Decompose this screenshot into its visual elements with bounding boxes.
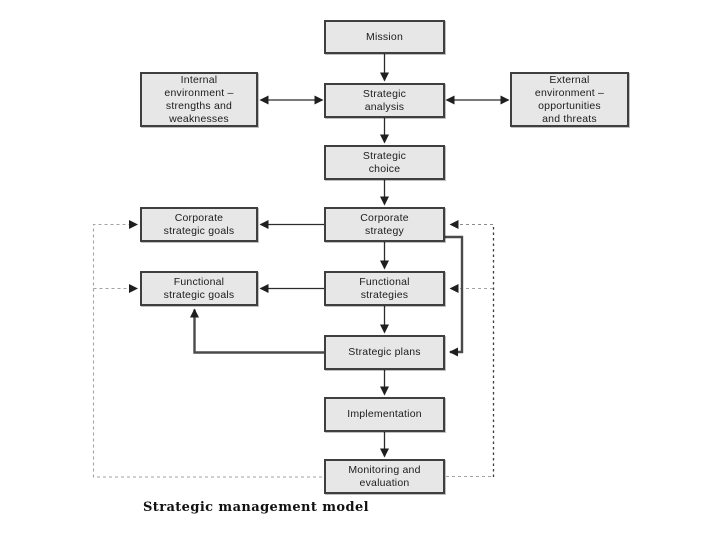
- node-functional-strategic-goals: Functional strategic goals: [140, 271, 258, 306]
- node-strategic-choice: Strategic choice: [324, 145, 445, 180]
- node-corporate-strategic-goals: Corporate strategic goals: [140, 207, 258, 242]
- node-corporate-strategy: Corporate strategy: [324, 207, 445, 242]
- connector-corporate-strategy-to-strategic-plans: [445, 235, 464, 357]
- connector-strategic-plans-to-functional-goals: [190, 308, 324, 354]
- node-functional-strategies: Functional strategies: [324, 271, 445, 306]
- node-strategic-analysis: Strategic analysis: [324, 83, 445, 118]
- node-strategic-plans: Strategic plans: [324, 335, 445, 370]
- node-mission: Mission: [324, 20, 445, 54]
- node-internal-environment: Internal environment – strengths and wea…: [140, 72, 258, 127]
- feedback-left-monitoring-to-corporate-goals: [92, 220, 322, 478]
- diagram-caption: Strategic management model: [143, 500, 369, 515]
- node-monitoring-evaluation: Monitoring and evaluation: [324, 459, 445, 494]
- node-implementation: Implementation: [324, 397, 445, 432]
- node-external-environment: External environment – opportunities and…: [510, 72, 629, 127]
